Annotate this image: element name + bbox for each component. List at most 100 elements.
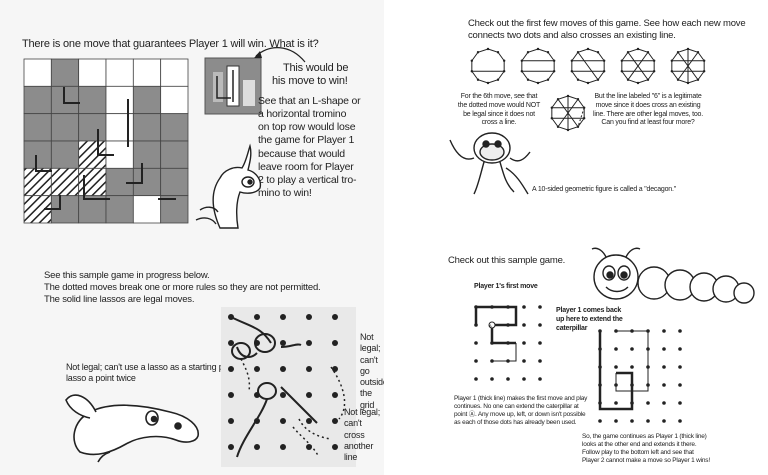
left-note: For the 6th move, see that the dotted mo…	[457, 93, 541, 127]
grid-dot	[280, 314, 286, 320]
mini-board	[204, 57, 262, 115]
decagon-dot	[652, 59, 656, 62]
board-cell	[160, 58, 189, 87]
grid-dot	[678, 401, 682, 405]
board-cell	[23, 58, 52, 87]
decagon-shape	[471, 48, 505, 84]
board-cell	[50, 140, 80, 169]
decagon-dot	[502, 59, 506, 62]
decagon-move-line	[577, 51, 599, 81]
grid-dot	[538, 341, 542, 345]
grid-dot	[506, 377, 510, 381]
note-outside-grid: Not legal; can't go outside the grid	[360, 332, 384, 410]
decagon-sequence	[470, 47, 706, 85]
grid-dot	[662, 383, 666, 387]
grid-dot	[646, 401, 650, 405]
grid-dot	[474, 341, 478, 345]
board-cell	[132, 113, 162, 142]
board-cell	[105, 195, 134, 224]
board-cell	[132, 140, 162, 169]
decagon-dot	[670, 70, 674, 73]
grid-dot	[254, 366, 260, 372]
grid-dot	[522, 341, 526, 345]
decagon-move-line	[627, 51, 649, 81]
decagon-dot	[476, 51, 480, 54]
panel-caterpillar-game: Check out this sample game. Player 1's f…	[384, 237, 768, 475]
first-move-label: Player 1's first move	[474, 283, 538, 290]
grid-dot	[678, 329, 682, 333]
desc-right: So, the game continues as Player 1 (thic…	[582, 433, 710, 465]
decagon-dot	[520, 70, 524, 73]
panel-lasso-game: See this sample game in progress below. …	[0, 237, 384, 475]
board-cell	[160, 140, 189, 169]
decagon-dot	[586, 81, 590, 85]
point-a-label: A	[489, 323, 492, 328]
grid-dot	[306, 314, 312, 320]
decagon-dot	[550, 106, 554, 109]
decagon-dot	[552, 59, 556, 62]
board-pieces	[35, 87, 176, 210]
panel-decagon-game: Check out the first few moves of this ga…	[384, 0, 768, 237]
decagon-dot	[636, 81, 640, 85]
grid-dot	[678, 383, 682, 387]
comes-back-label: Player 1 comes back up here to extend th…	[556, 307, 623, 332]
grid-dot	[662, 347, 666, 351]
decagon-dot	[570, 59, 574, 62]
panel2-intro: Check out the first few moves of this ga…	[468, 18, 746, 41]
grid-dot	[228, 444, 234, 450]
decagon-caption: A 10-sided geometric figure is called a …	[532, 186, 677, 193]
board-cell	[23, 85, 52, 115]
grid-dot	[678, 419, 682, 423]
board-cell	[50, 58, 80, 87]
grid-dot	[254, 314, 260, 320]
grid-dot	[474, 377, 478, 381]
grid-dot	[538, 359, 542, 363]
grid-dot	[678, 347, 682, 351]
grid-dot	[280, 418, 286, 424]
board-cell	[160, 85, 189, 115]
decagon-dot	[702, 70, 706, 73]
monkey-illustration	[449, 132, 531, 195]
decagon-dot	[636, 47, 640, 51]
decagon-dot	[570, 70, 574, 73]
grid-dot	[254, 444, 260, 450]
grid-dot	[306, 340, 312, 346]
kangaroo-illustration	[195, 143, 262, 229]
decagon-dot	[670, 59, 674, 62]
grid-dot	[332, 366, 338, 372]
decagon-6th-move	[550, 94, 586, 132]
grid-dot	[646, 419, 650, 423]
desc-left: Player 1 (thick line) makes the first mo…	[454, 395, 588, 427]
grid-dot	[630, 419, 634, 423]
grid-dot	[280, 392, 286, 398]
board-cell	[78, 195, 107, 224]
grid-dot	[678, 365, 682, 369]
dog-illustration	[65, 394, 199, 463]
decagon-dot	[620, 59, 624, 62]
board-cell	[78, 58, 107, 87]
board-cell	[78, 85, 107, 115]
grid-dot	[332, 418, 338, 424]
board-cell	[23, 140, 52, 169]
decagon-dot	[526, 78, 530, 81]
explanation-text: See that an L-shape or a horizontal trom…	[258, 95, 361, 199]
grid-dot	[662, 419, 666, 423]
grid-dot	[332, 392, 338, 398]
decagon-dot	[586, 47, 590, 51]
grid-dot	[228, 392, 234, 398]
decagon-dot	[602, 70, 606, 73]
decagon-dot	[602, 59, 606, 62]
panel-tromino-puzzle: There is one move that guarantees Player…	[0, 0, 384, 237]
decagon-dot	[596, 51, 600, 54]
grid-dot	[522, 323, 526, 327]
grid-dot	[614, 365, 618, 369]
grid-dot	[630, 365, 634, 369]
board-cell	[132, 195, 162, 224]
grid-dot	[598, 419, 602, 423]
grid-dot	[522, 305, 526, 309]
decagon-dot	[536, 81, 540, 85]
board-cell	[78, 113, 107, 142]
decagon-shape	[521, 48, 555, 84]
panel3-intro: See this sample game in progress below. …	[44, 270, 321, 305]
decagon-dot	[486, 81, 490, 85]
